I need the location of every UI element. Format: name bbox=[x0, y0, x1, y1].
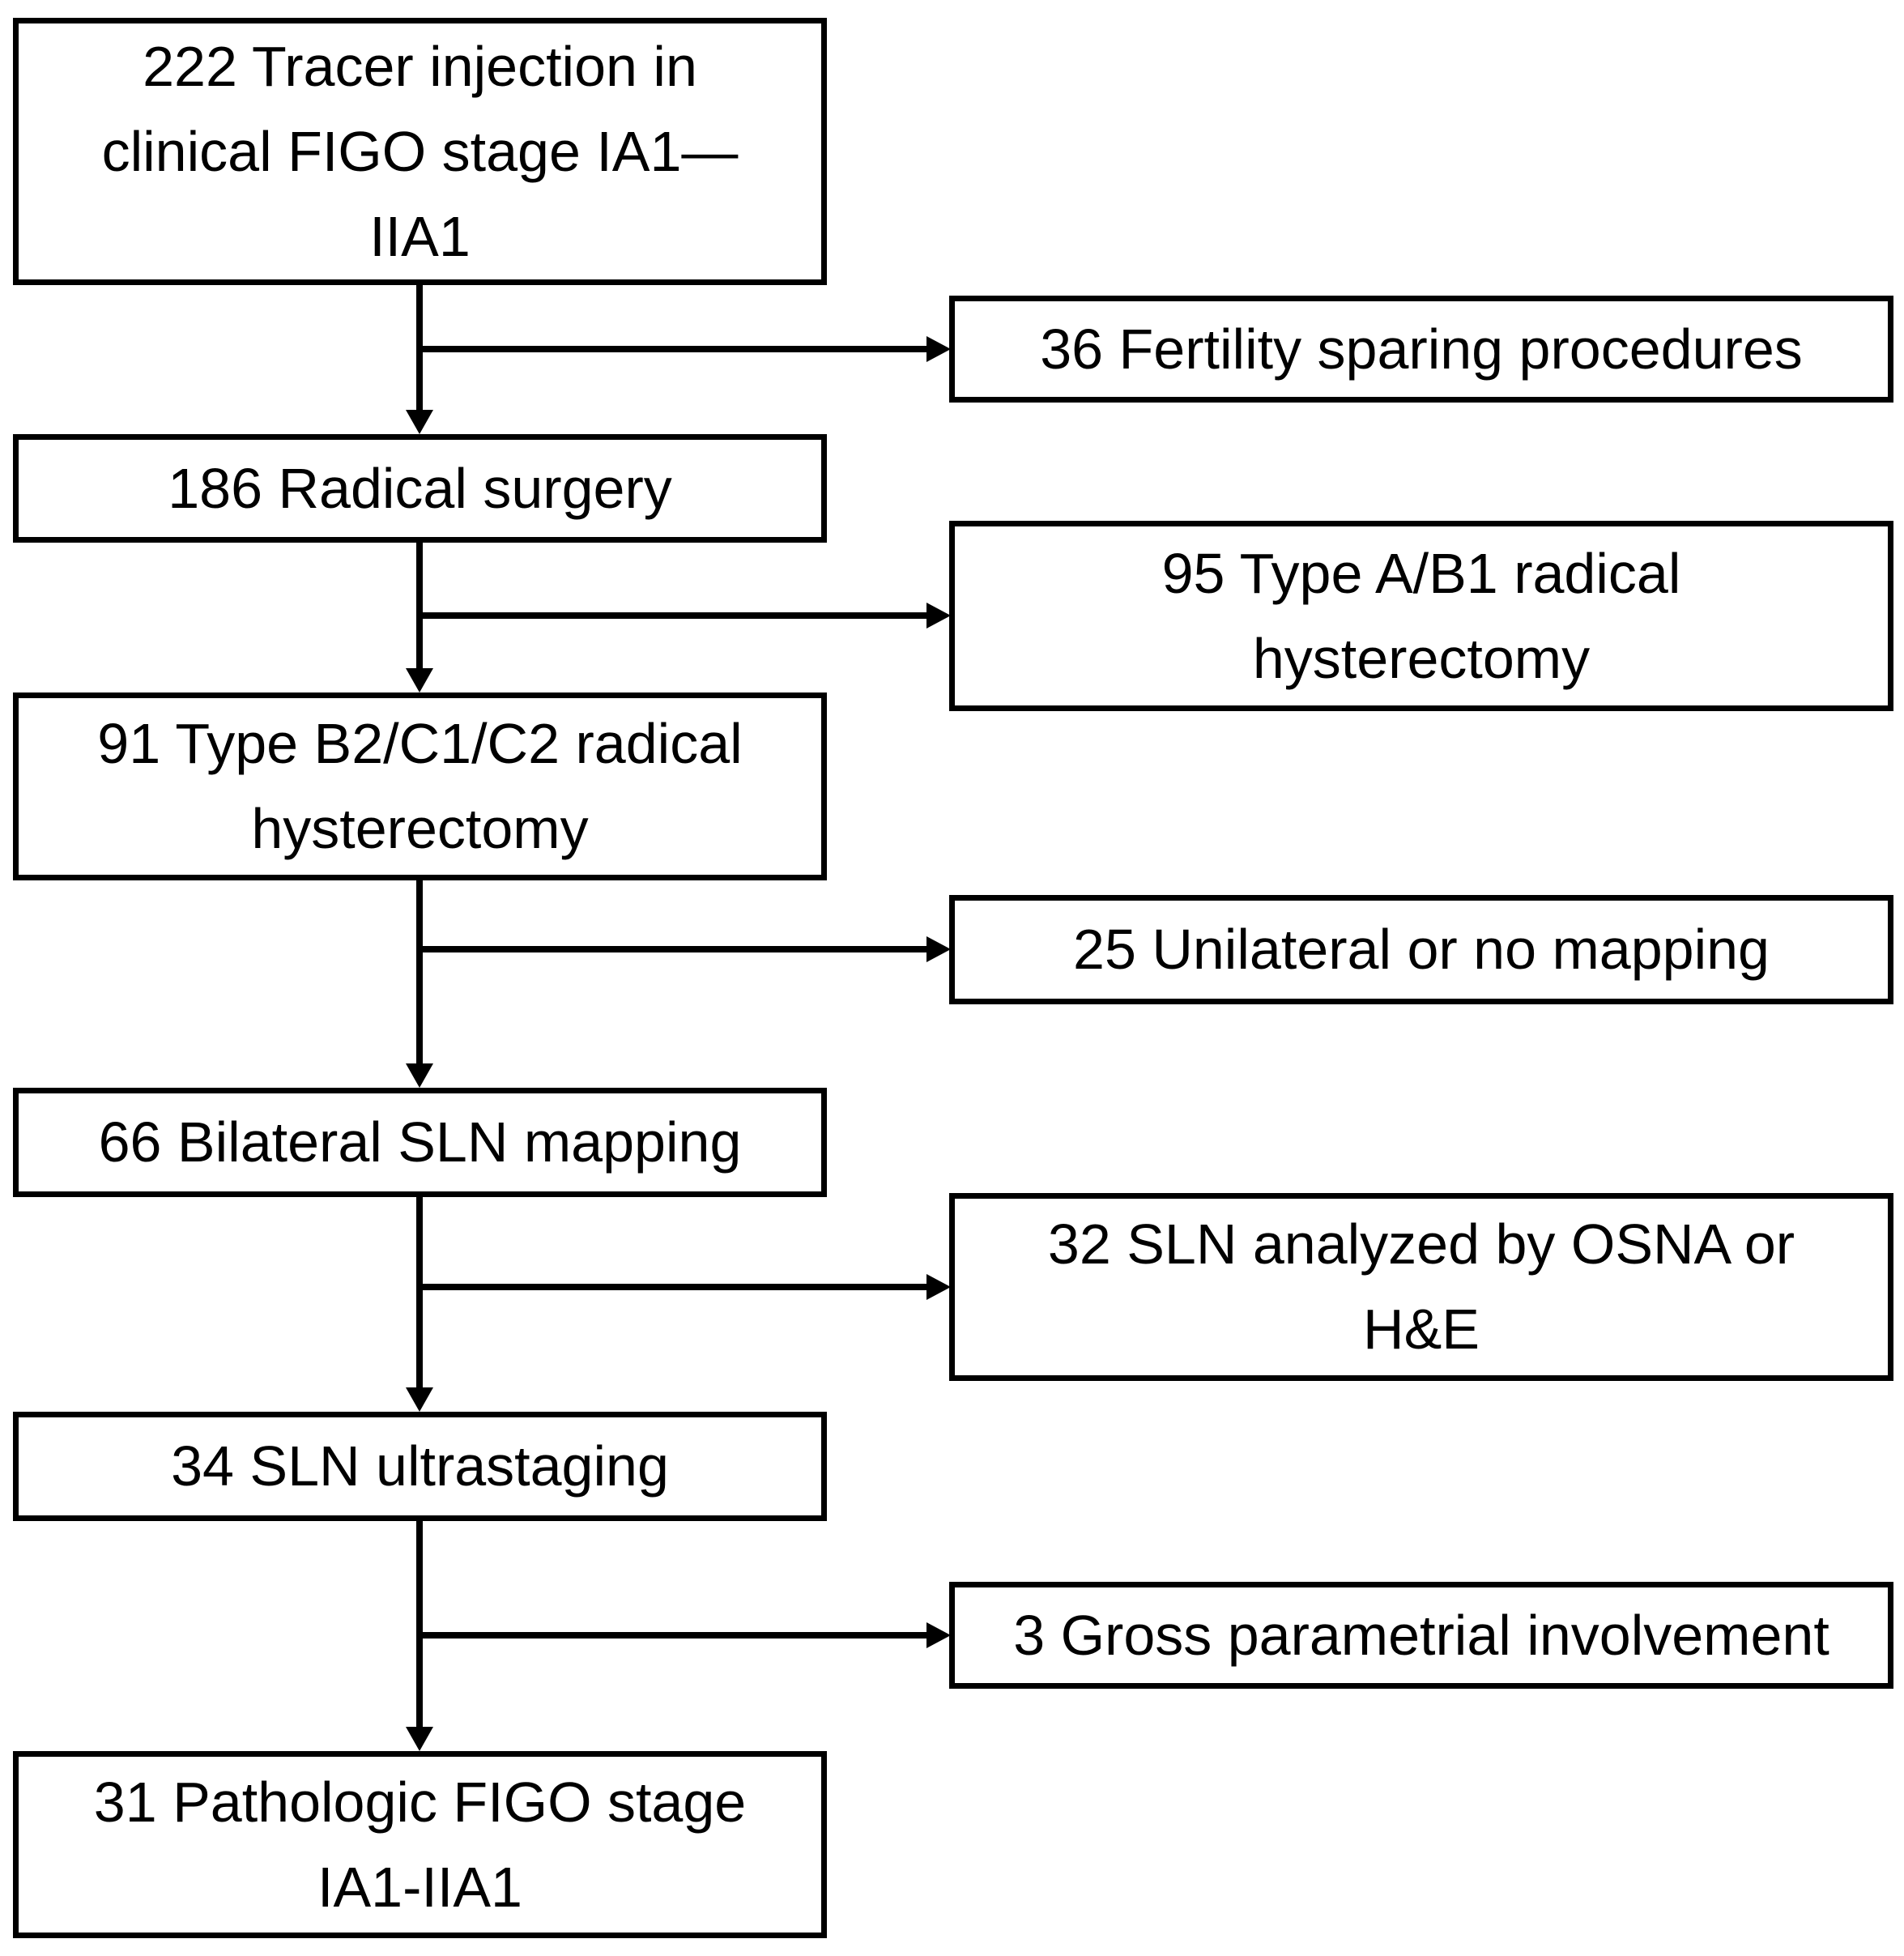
arrow-branch-2 bbox=[420, 603, 951, 629]
arrow-down-2 bbox=[406, 541, 433, 692]
arrow-down-4 bbox=[406, 1195, 433, 1412]
flow-node-label: 31 Pathologic FIGO stage IA1-IIA1 bbox=[93, 1770, 747, 1919]
flow-node-label: 91 Type B2/C1/C2 radical hysterectomy bbox=[97, 712, 743, 860]
flow-node-gross-parametrial-involvement: 3 Gross parametrial involvement bbox=[949, 1582, 1893, 1689]
arrow-down-3 bbox=[406, 879, 433, 1088]
flow-node-label: 36 Fertility sparing procedures bbox=[1040, 317, 1803, 381]
arrow-branch-4 bbox=[420, 1274, 951, 1300]
flow-node-label: 95 Type A/B1 radical hysterectomy bbox=[1161, 541, 1681, 690]
arrow-down-5 bbox=[406, 1519, 433, 1751]
arrow-branch-5 bbox=[420, 1622, 951, 1648]
arrow-branch-1 bbox=[420, 336, 951, 362]
flow-node-fertility-sparing: 36 Fertility sparing procedures bbox=[949, 296, 1893, 403]
flow-node-radical-surgery: 186 Radical surgery bbox=[13, 434, 827, 543]
flow-node-unilateral-no-mapping: 25 Unilateral or no mapping bbox=[949, 895, 1893, 1004]
flow-node-sln-osna-he: 32 SLN analyzed by OSNA or H&E bbox=[949, 1193, 1893, 1381]
flow-node-type-ab1-hysterectomy: 95 Type A/B1 radical hysterectomy bbox=[949, 521, 1893, 711]
flow-node-bilateral-sln-mapping: 66 Bilateral SLN mapping bbox=[13, 1088, 827, 1197]
flow-node-label: 32 SLN analyzed by OSNA or H&E bbox=[1047, 1212, 1795, 1361]
flow-node-sln-ultrastaging: 34 SLN ultrastaging bbox=[13, 1412, 827, 1521]
flow-node-label: 3 Gross parametrial involvement bbox=[1013, 1603, 1829, 1667]
flow-node-tracer-injection: 222 Tracer injection in clinical FIGO st… bbox=[13, 18, 827, 285]
flow-node-label: 66 Bilateral SLN mapping bbox=[98, 1110, 742, 1174]
flow-node-label: 34 SLN ultrastaging bbox=[171, 1434, 669, 1498]
flow-node-label: 25 Unilateral or no mapping bbox=[1073, 918, 1770, 981]
arrow-branch-3 bbox=[420, 936, 951, 962]
flow-node-type-b2c1c2-hysterectomy: 91 Type B2/C1/C2 radical hysterectomy bbox=[13, 692, 827, 880]
flow-node-label: 186 Radical surgery bbox=[168, 456, 672, 520]
flow-node-pathologic-figo-stage: 31 Pathologic FIGO stage IA1-IIA1 bbox=[13, 1751, 827, 1938]
arrow-down-1 bbox=[406, 283, 433, 434]
flow-node-label: 222 Tracer injection in clinical FIGO st… bbox=[101, 34, 739, 268]
